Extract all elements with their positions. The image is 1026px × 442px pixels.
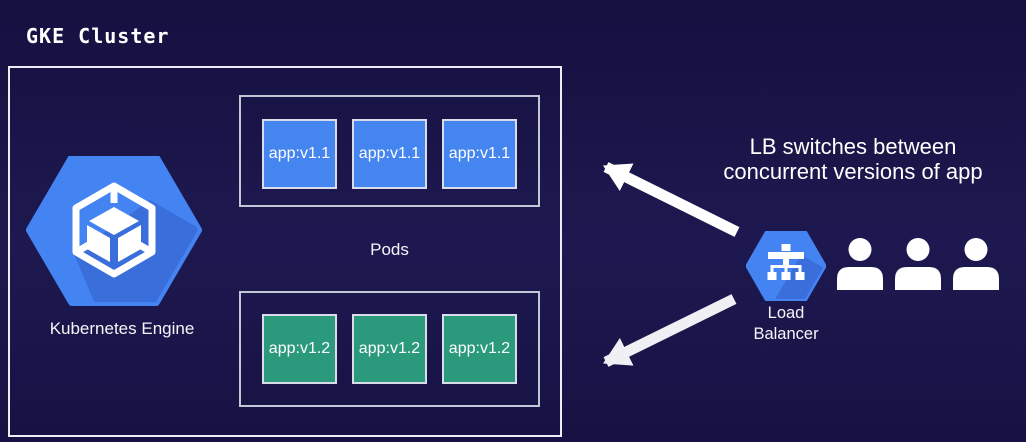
lb-annotation-line1: LB switches between: [749, 134, 957, 159]
user-icon: [953, 238, 999, 290]
load-balancer-label-line1: Load: [767, 304, 805, 322]
users-group: [837, 238, 999, 290]
pod-app-v1-2: app:v1.1: [352, 119, 427, 189]
lb-annotation-line2: concurrent versions of app: [723, 159, 983, 184]
pod-app-v2-1: app:v1.2: [262, 314, 337, 384]
pod-app-v2-3: app:v1.2: [442, 314, 517, 384]
pods-label: Pods: [370, 240, 409, 259]
diagram-title: GKE Cluster: [26, 24, 170, 48]
lb-tree-glyph: [767, 244, 805, 280]
arrow-to-v2-row: [603, 294, 737, 367]
user-icon: [837, 238, 883, 290]
pods-group-v1: app:v1.1 app:v1.1 app:v1.1: [239, 95, 540, 207]
pods-group-v2: app:v1.2 app:v1.2 app:v1.2: [239, 291, 540, 407]
kubernetes-engine-label: Kubernetes Engine: [49, 319, 195, 338]
load-balancer-label: Load Balancer: [736, 303, 836, 345]
lb-annotation: LB switches between concurrent versions …: [680, 134, 1026, 184]
kubernetes-engine-icon: [26, 156, 202, 306]
gke-cluster-box: [8, 66, 562, 437]
user-icon: [895, 238, 941, 290]
load-balancer-label-line2: Balancer: [753, 325, 819, 343]
pod-app-v1-1: app:v1.1: [262, 119, 337, 189]
pod-app-v2-2: app:v1.2: [352, 314, 427, 384]
pod-app-v1-3: app:v1.1: [442, 119, 517, 189]
load-balancer-icon: [746, 231, 826, 301]
